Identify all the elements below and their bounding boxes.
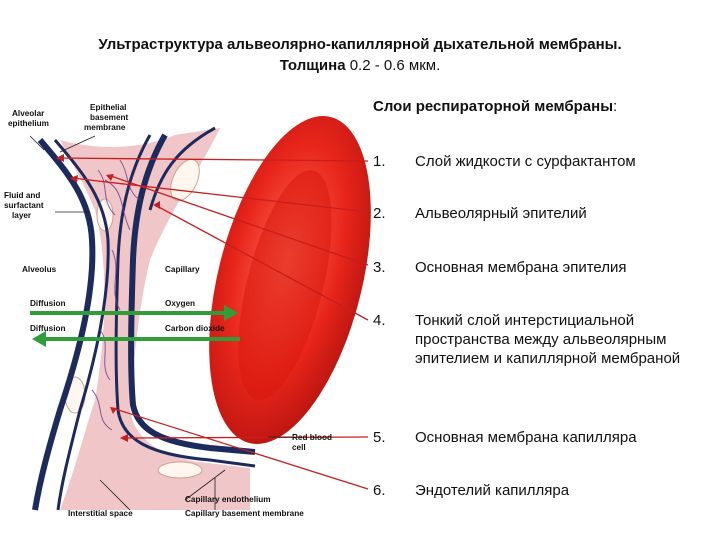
label-carbon-dioxide: Carbon dioxide [165, 324, 225, 333]
layer-text: Основная мембрана капилляра [415, 429, 637, 446]
layer-pointer-lines [57, 157, 369, 490]
label-diffusion-co2: Diffusion [30, 324, 65, 333]
label-epithelial-basement-membrane: Epithelial basement membrane [84, 103, 131, 132]
layers-heading-colon: : [613, 98, 618, 115]
pointer-line-6 [111, 407, 369, 490]
layer-text: Альвеолярный эпителий [415, 205, 587, 222]
capillary-inner-line [148, 126, 216, 211]
pointer-arrowheads [56, 154, 160, 442]
label-alveolar-epithelium: Alveolar epithelium [8, 109, 49, 128]
layers-heading-text: Слои респираторной мембраны [373, 98, 614, 115]
label-diffusion-oxygen: Diffusion [30, 299, 65, 308]
layer-number: 5. [373, 429, 386, 446]
endothelium-inclusion [157, 461, 203, 479]
leader-alveolar-epithelium [29, 135, 45, 151]
pointer-line-3 [107, 174, 369, 266]
label-capillary-basement-membrane: Capillary basement membrane [185, 509, 304, 518]
layer-number: 6. [373, 482, 386, 499]
title-thickness-value: 0.2 - 0.6 мкм. [345, 57, 441, 74]
interstitial-fibers [91, 159, 141, 431]
layer-text: Тонкий слой интерстициальной пространств… [415, 312, 681, 367]
label-capillary-endothelium: Capillary endothelium [185, 495, 271, 504]
title-thickness-label: Толщина [279, 57, 346, 74]
capillary-basement-line [114, 134, 256, 468]
pointer-line-2 [71, 177, 369, 213]
title-line-1: Ультраструктура альвеолярно-капиллярной … [98, 36, 622, 53]
slide-title: Ультраструктура альвеолярно-капиллярной … [0, 34, 720, 76]
diffusion-oxygen-arrow [30, 305, 238, 321]
diffusion-co2-arrow [32, 331, 240, 347]
label-alveolus: Alveolus [22, 265, 57, 274]
pointer-line-5 [121, 436, 369, 439]
layer-number: 2. [373, 205, 386, 222]
leader-capillary-endothelium [184, 469, 226, 501]
label-interstitial-space: Interstitial space [68, 509, 133, 518]
alveolar-epithelium-line [32, 138, 96, 511]
epithelial-basement-line [53, 139, 110, 511]
layers-heading: Слои респираторной мембраны: [373, 98, 617, 115]
layer-number: 1. [373, 153, 386, 170]
label-capillary: Capillary [165, 265, 200, 274]
layer-number: 4. [373, 312, 386, 329]
red-blood-cell-center [238, 170, 332, 400]
pointer-line-1 [57, 157, 369, 162]
layer-text: Основная мембрана эпителия [415, 259, 627, 276]
label-oxygen: Oxygen [165, 299, 195, 308]
leader-interstitial-space [99, 479, 131, 511]
layer-text: Слой жидкости с сурфактантом [415, 153, 636, 170]
label-fluid-surfactant-layer: Fluid and surfactant layer [4, 191, 46, 220]
leader-epithelial-basement [59, 135, 96, 153]
label-red-blood-cell: Red blood cell [292, 433, 334, 452]
capillary-endothelium-line [128, 133, 256, 455]
layer-number: 3. [373, 259, 386, 276]
pointer-line-4 [154, 204, 369, 321]
layer-text: Эндотелий капилляра [415, 482, 570, 499]
